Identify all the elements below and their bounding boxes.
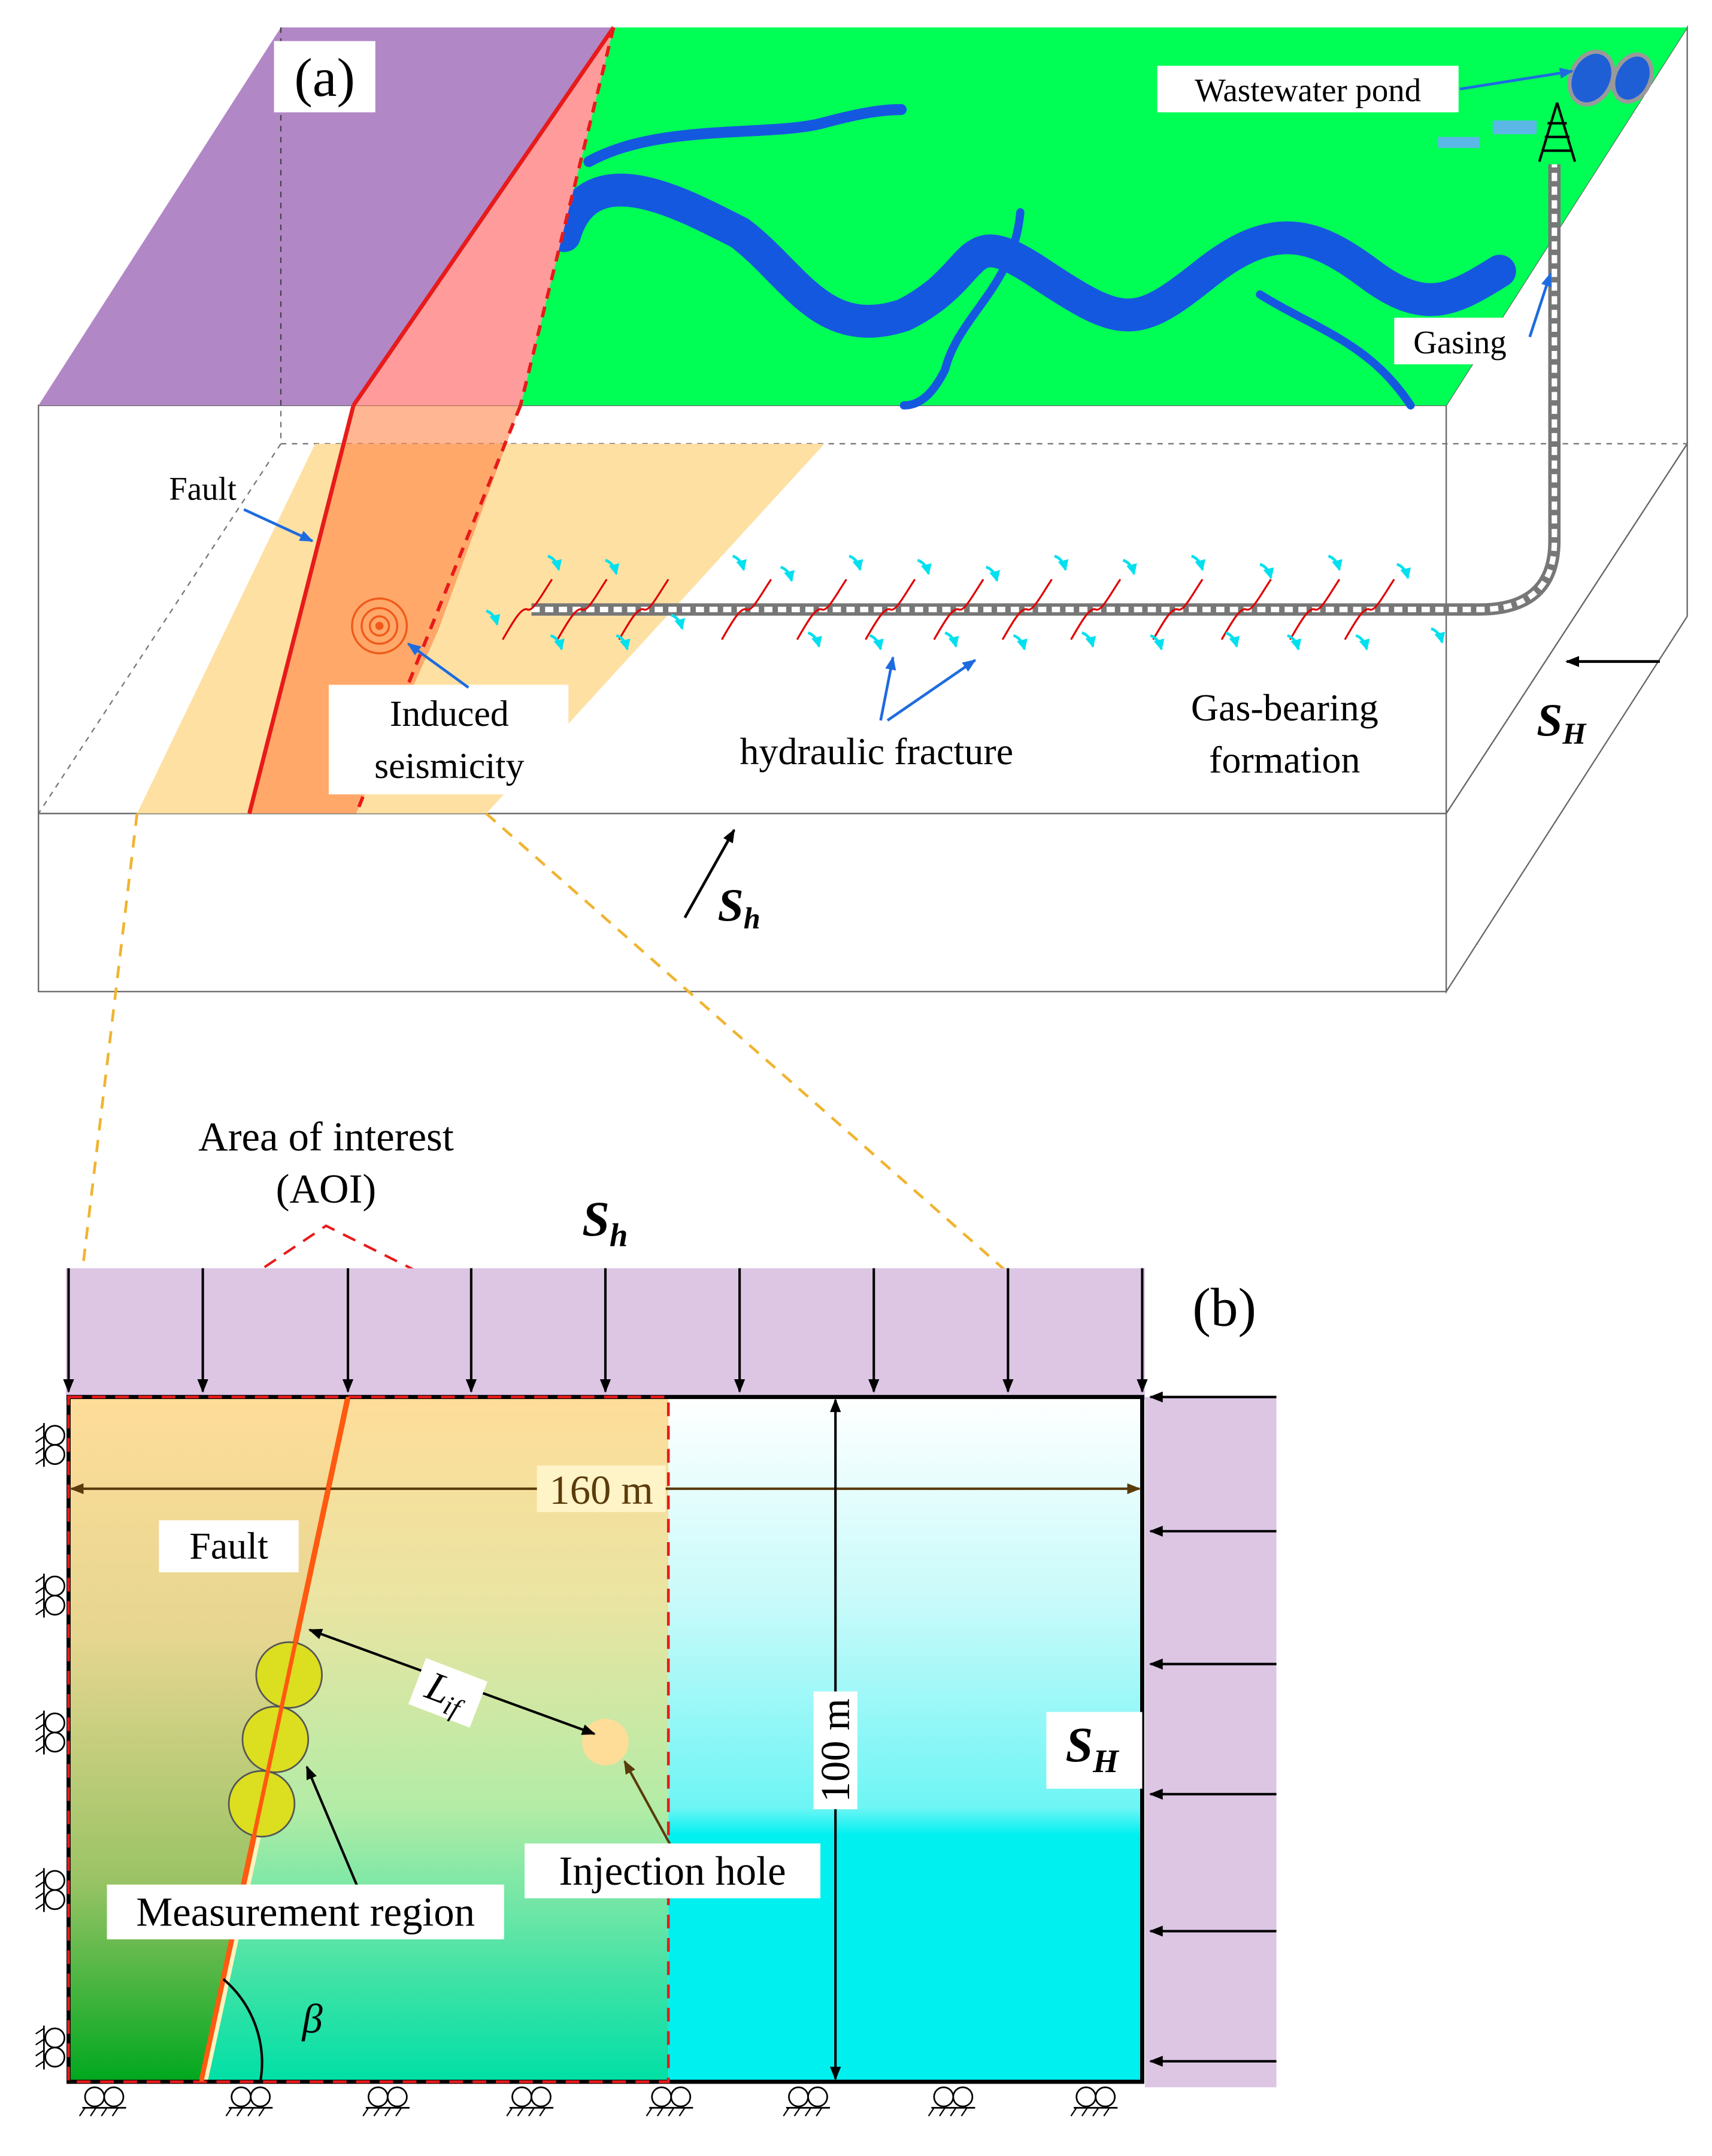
fracture-arrow-2	[886, 659, 977, 722]
top-load-arrows	[63, 1268, 1148, 1393]
stress-H-label-a: SH	[1537, 694, 1587, 750]
formation-label-1: Gas-bearing	[1191, 686, 1378, 729]
stress-h-label-a: Sh	[718, 879, 760, 935]
measurement-label-bg	[107, 1884, 504, 1940]
side-load-arrows	[1149, 1391, 1277, 2067]
casing-box	[1394, 317, 1526, 365]
fault-line-top	[352, 26, 616, 407]
bottom-supports	[78, 2086, 1119, 2117]
angle-arc	[222, 1978, 263, 2082]
stress-H-label-b-bg	[1046, 1712, 1143, 1789]
aoi-boundary	[67, 1395, 670, 2084]
pond-2	[1611, 52, 1654, 104]
fracture-arrow-1	[879, 656, 896, 721]
river	[547, 104, 1516, 410]
left-supports	[35, 1422, 66, 2070]
fault-trace-over	[199, 1396, 350, 2082]
distance-label-group: Lif	[408, 1658, 487, 1728]
injection-label: Injection hole	[559, 1848, 786, 1894]
injection-arrow	[623, 1760, 672, 1847]
angle-label: β	[301, 1996, 323, 2042]
side-load-band	[1145, 1397, 1277, 2088]
stress-h-label-b: Sh	[582, 1192, 628, 1253]
seismicity-arrow	[407, 642, 469, 689]
fault-label-a: Fault	[169, 471, 237, 507]
injection-hole	[582, 1719, 629, 1766]
zoom-connectors	[67, 812, 1138, 1388]
panel-label-a: (a)	[294, 47, 355, 108]
distance-label-bg	[408, 1658, 487, 1728]
facility	[1438, 50, 1654, 162]
wastewater-arrow	[1459, 68, 1574, 90]
fracture-label: hydraulic fracture	[740, 730, 1013, 773]
casing-label: Gasing	[1413, 324, 1506, 361]
derrick-icon	[1538, 102, 1577, 162]
panel-b: Area of interest (AOI) Sh (b)	[35, 1114, 1277, 2117]
stress-h-arrow-a	[683, 828, 735, 919]
measurement-arrow	[305, 1765, 360, 1891]
measurement-label: Measurement region	[136, 1889, 475, 1934]
aoi-label-2: (AOI)	[276, 1166, 377, 1212]
stress-H-label-b: SH	[1065, 1718, 1120, 1779]
wastewater-label: Wastewater pond	[1195, 72, 1421, 108]
seismicity-box	[329, 685, 569, 795]
tank-1	[1438, 137, 1480, 148]
tank-2	[1492, 120, 1537, 135]
width-label-bg	[537, 1465, 666, 1512]
label-b-box	[1177, 1271, 1274, 1343]
fault-line-hidden	[519, 27, 616, 406]
block-front-lower	[38, 813, 1447, 992]
width-label: 160 m	[549, 1467, 653, 1513]
wastewater-box	[1157, 65, 1459, 113]
panel-label-b: (b)	[1192, 1277, 1256, 1338]
seismicity-target-icon	[351, 597, 408, 655]
fault-label-b-bg	[159, 1520, 299, 1573]
height-label-bg	[813, 1691, 857, 1809]
seismicity-label-2: seismicity	[374, 746, 524, 786]
panel-a: (a) Wastewater pond Gasing Fault Induced…	[38, 25, 1688, 994]
fault-arrow-a	[243, 508, 314, 543]
aoi-label-1: Area of interest	[198, 1114, 454, 1159]
block-right-lower	[1446, 441, 1688, 994]
label-a-box	[274, 41, 375, 113]
formation-label-2: formation	[1209, 738, 1360, 781]
fault-label-b: Fault	[189, 1524, 268, 1567]
purple-block-top	[38, 27, 614, 405]
seismicity-label-1: Induced	[390, 694, 509, 734]
injection-label-bg	[525, 1843, 821, 1898]
wellbore	[531, 164, 1561, 616]
fault-line-front	[247, 405, 356, 814]
casing-arrow	[1528, 272, 1552, 338]
height-label: 100 m	[813, 1698, 858, 1802]
